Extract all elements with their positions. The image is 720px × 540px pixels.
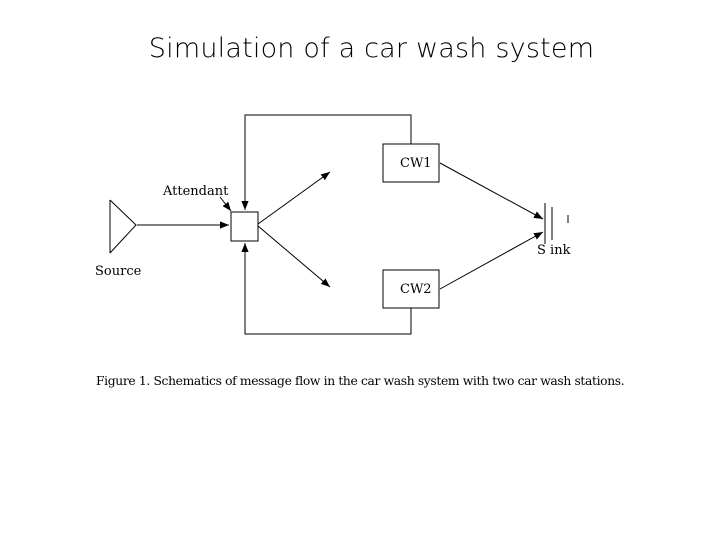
sink-label: S ink	[537, 243, 571, 258]
attendant-label: Attendant	[162, 184, 229, 199]
attendant-box	[230, 211, 259, 242]
figure-caption: Figure 1. Schematics of message flow in …	[96, 374, 625, 388]
attendant-to-cw2-arrow	[257, 225, 331, 288]
cw1-to-sink-arrow	[439, 162, 544, 220]
source-node	[109, 199, 137, 254]
cw2-to-sink-arrow	[439, 231, 544, 290]
cw1-label: CW1	[400, 156, 432, 171]
attendant-pointer-arrow	[219, 196, 232, 212]
sink-node	[544, 203, 569, 244]
cw1-feedback-arrow	[241, 114, 412, 210]
slide-title: Simulation of a car wash system	[148, 33, 595, 64]
source-label: Source	[95, 264, 142, 279]
cw2-label: CW2	[400, 282, 432, 297]
cw1-box	[382, 143, 440, 183]
cw2-feedback-arrow	[241, 243, 412, 335]
attendant-to-cw1-arrow	[257, 171, 331, 225]
